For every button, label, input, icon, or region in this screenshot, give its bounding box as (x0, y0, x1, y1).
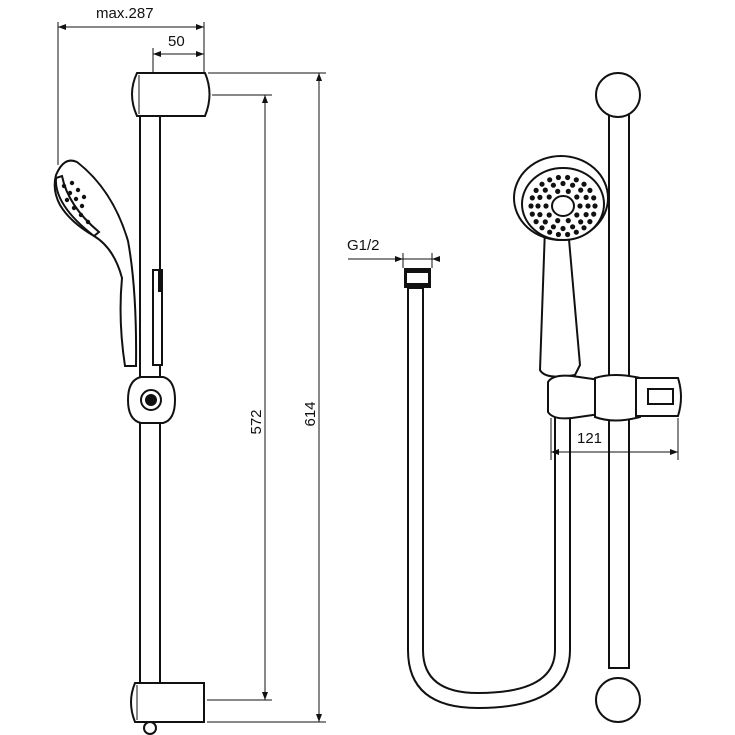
dim-total-height-label: 614 (302, 401, 319, 426)
nozzle-dot (528, 203, 534, 209)
nozzle-dot (546, 212, 552, 218)
nozzle-dot (592, 203, 598, 209)
nozzle-dot (565, 188, 571, 194)
nozzle-dot (546, 194, 552, 200)
nozzle-dot (570, 224, 576, 230)
nozzle-dot (587, 219, 593, 225)
nozzle-dot (555, 231, 562, 238)
dim-thread: G1/2 (347, 237, 440, 268)
top-wall-bracket (131, 72, 211, 117)
nozzle-dot (533, 187, 539, 193)
nozzle-dot (555, 188, 561, 194)
nozzle-dot (547, 177, 553, 183)
nozzle-dot (537, 194, 543, 200)
nozzle-dot (574, 212, 580, 218)
nozzle-dot (529, 195, 535, 201)
nozzle-dot (539, 181, 545, 187)
dim-depth-label: 121 (577, 430, 602, 447)
nozzle-dot (543, 203, 549, 209)
nozzle-dot (581, 181, 587, 187)
front-view: 121 (513, 72, 682, 723)
nozzle-dot (574, 194, 580, 200)
nozzle-dot (585, 203, 591, 209)
nozzle-dot (577, 203, 583, 209)
nozzle-dot (581, 225, 587, 231)
nozzle-dot (529, 211, 535, 217)
dim-inner-height-label: 572 (248, 409, 265, 434)
dim-inner-height: 572 (207, 94, 272, 701)
nozzle-dot (547, 229, 553, 235)
dim-depth: 121 (550, 418, 679, 460)
dim-offset-label: 50 (168, 33, 185, 50)
nozzle-dot (578, 219, 584, 225)
nozzle-dot (565, 218, 571, 224)
dim-total-height: 614 (207, 72, 326, 723)
nozzle-dot (565, 231, 571, 238)
nozzle-dot (542, 187, 548, 193)
nozzle-dot (565, 174, 571, 181)
bottom-wall-bracket (130, 682, 205, 723)
nozzle-dot (542, 219, 548, 225)
nozzle-dot (587, 187, 593, 193)
top-bracket-front (595, 72, 641, 118)
handle-end-side (152, 269, 163, 366)
nozzle-dot (555, 218, 561, 224)
dim-max-width: max.287 (57, 5, 205, 165)
nozzle-dot (591, 211, 597, 217)
hand-shower-front (513, 155, 609, 378)
nozzle-dot (583, 212, 589, 218)
nozzle-dot (560, 180, 566, 187)
nozzle-dot (583, 194, 589, 200)
shower-face-side (54, 174, 101, 238)
nozzle-row-side (61, 180, 91, 225)
nozzle-dot (550, 224, 557, 230)
nozzle-dot (591, 195, 597, 201)
nozzle-dot (533, 219, 539, 225)
nozzle-dot (555, 174, 562, 181)
nozzle-dot (535, 203, 541, 209)
spray-nozzles (528, 174, 598, 238)
dim-max-width-label: max.287 (96, 5, 154, 22)
dim-offset: 50 (152, 33, 204, 73)
side-view: max.287 50 (53, 5, 326, 735)
nozzle-dot (537, 212, 543, 218)
hose-view: G1/2 (347, 237, 571, 710)
nozzle-dot (573, 177, 579, 183)
nozzle-dot (578, 187, 584, 193)
slider-holder-front (547, 374, 682, 422)
nozzle-dot (560, 225, 566, 232)
nozzle-dot (570, 182, 576, 188)
nozzle-dot (573, 229, 579, 235)
bottom-screw-cap (143, 721, 157, 735)
nozzle-dot (539, 225, 545, 231)
nozzle-dot (550, 182, 557, 188)
bottom-bracket-front (595, 677, 641, 723)
dim-thread-label: G1/2 (347, 237, 380, 254)
